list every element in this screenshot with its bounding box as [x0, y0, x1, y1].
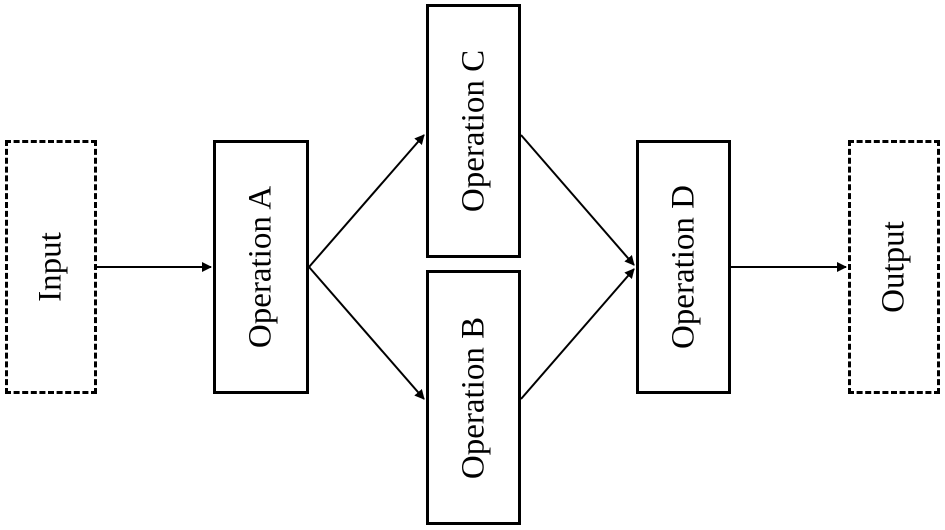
operation-a-node: Operation A — [213, 140, 309, 394]
operation-b-node: Operation B — [426, 270, 521, 525]
input-node: Input — [5, 140, 97, 394]
input-node-label: Input — [32, 232, 69, 302]
operation-d-node: Operation D — [636, 140, 731, 394]
edge-op-c-to-op-d — [520, 134, 635, 266]
output-node-label: Output — [875, 221, 912, 313]
edge-op-b-to-op-d — [520, 268, 635, 400]
operation-c-label: Operation C — [455, 49, 491, 213]
operation-d-label: Operation D — [665, 184, 701, 350]
operation-a-label: Operation A — [242, 185, 279, 349]
edge-op-a-to-op-c — [308, 134, 425, 268]
output-node: Output — [848, 140, 940, 394]
operation-b-label: Operation B — [455, 316, 491, 479]
operation-c-node: Operation C — [426, 4, 521, 258]
edge-op-a-to-op-b — [308, 266, 425, 400]
